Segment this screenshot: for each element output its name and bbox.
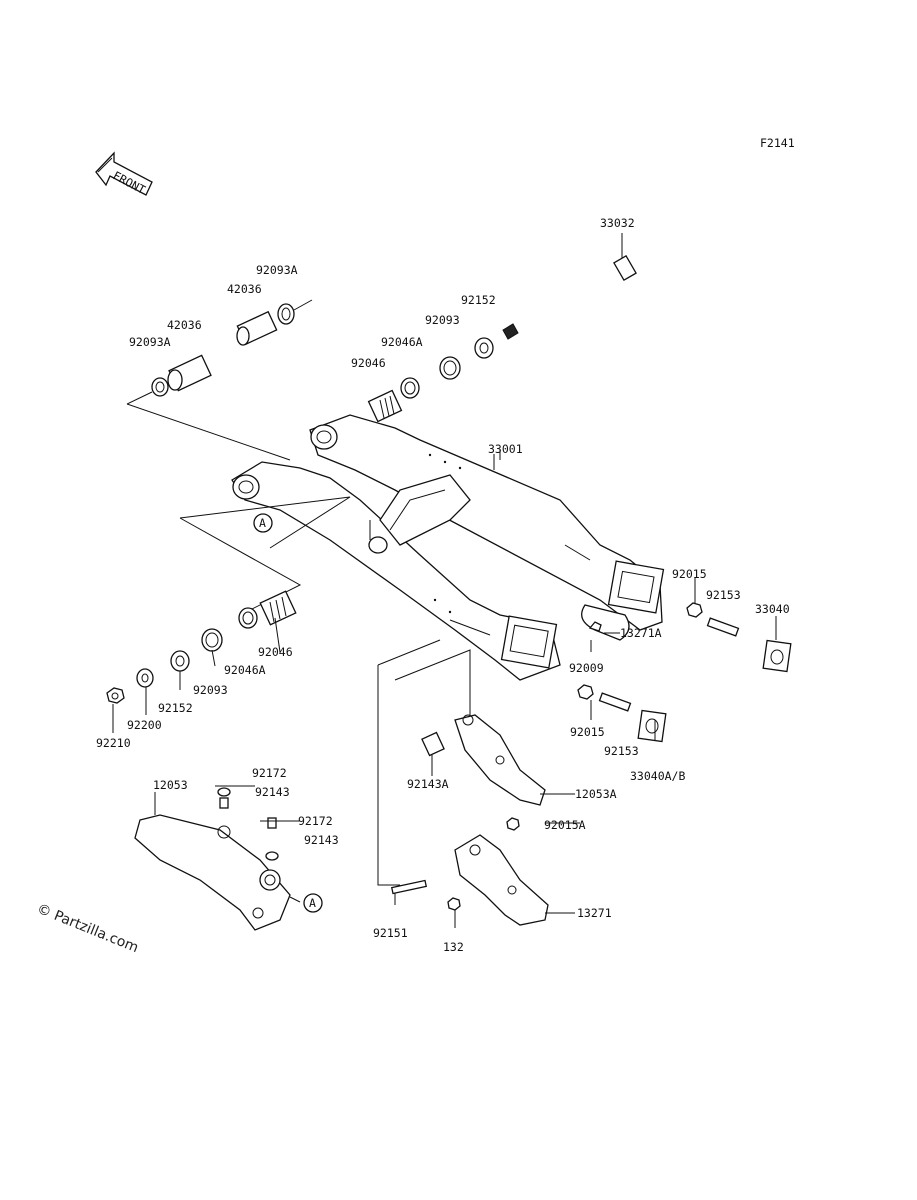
left-upper-collars bbox=[126, 299, 313, 461]
label-92200: 92200 bbox=[127, 718, 162, 732]
label-92143-a: 92143 bbox=[255, 785, 290, 799]
label-92015-b: 92015 bbox=[570, 725, 605, 739]
label-92172-b: 92172 bbox=[298, 814, 333, 828]
label-42036-a: 42036 bbox=[227, 282, 262, 296]
label-92143-b: 92143 bbox=[304, 833, 339, 847]
leader-lines bbox=[112, 454, 777, 928]
label-12053: 12053 bbox=[153, 778, 188, 792]
link-12053: A bbox=[134, 787, 323, 931]
pivot-shaft-33032 bbox=[502, 233, 637, 340]
ref-marker-a-lower: A bbox=[309, 896, 316, 910]
label-92093-b: 92093 bbox=[193, 683, 228, 697]
label-92151: 92151 bbox=[373, 926, 408, 940]
label-33040: 33040 bbox=[755, 602, 790, 616]
label-42036-b: 42036 bbox=[167, 318, 202, 332]
label-92046-b: 92046 bbox=[258, 645, 293, 659]
chain-guide-13271 bbox=[390, 817, 549, 926]
label-92210: 92210 bbox=[96, 736, 131, 750]
label-132: 132 bbox=[443, 940, 464, 954]
label-12053A: 12053A bbox=[575, 787, 617, 801]
ref-marker-a-upper: A bbox=[253, 513, 273, 533]
label-92046-a: 92046 bbox=[351, 356, 386, 370]
label-92093A-b: 92093A bbox=[129, 335, 171, 349]
label-92009: 92009 bbox=[569, 661, 604, 675]
label-13271A: 13271A bbox=[620, 626, 662, 640]
label-92046A-a: 92046A bbox=[381, 335, 423, 349]
label-92172-a: 92172 bbox=[252, 766, 287, 780]
label-92152-a: 92152 bbox=[461, 293, 496, 307]
label-92153-b: 92153 bbox=[604, 744, 639, 758]
front-arrow-icon: FRONT bbox=[95, 151, 153, 197]
label-92015-a: 92015 bbox=[672, 567, 707, 581]
label-92143A: 92143A bbox=[407, 777, 449, 791]
label-92046A-b: 92046A bbox=[224, 663, 266, 677]
upper-spacers bbox=[367, 337, 494, 423]
label-13271: 13271 bbox=[577, 906, 612, 920]
svg-text:A: A bbox=[259, 516, 266, 530]
watermark: © Partzilla.com bbox=[35, 901, 141, 956]
part-labels: 33032 92093A 42036 92152 42036 92093 920… bbox=[96, 216, 790, 954]
right-hardware bbox=[577, 602, 792, 743]
label-33001: 33001 bbox=[488, 442, 523, 456]
swingarm-33001 bbox=[231, 414, 665, 681]
left-lower-collars bbox=[106, 590, 297, 704]
chain-guide-12053A bbox=[421, 714, 546, 806]
label-92015A: 92015A bbox=[544, 818, 586, 832]
label-33032: 33032 bbox=[600, 216, 635, 230]
label-33040AB: 33040A/B bbox=[630, 769, 685, 783]
label-92153-a: 92153 bbox=[706, 588, 741, 602]
figure-code: F2141 bbox=[760, 136, 795, 150]
label-92093-a: 92093 bbox=[425, 313, 460, 327]
label-92152-b: 92152 bbox=[158, 701, 193, 715]
label-92093A-a: 92093A bbox=[256, 263, 298, 277]
